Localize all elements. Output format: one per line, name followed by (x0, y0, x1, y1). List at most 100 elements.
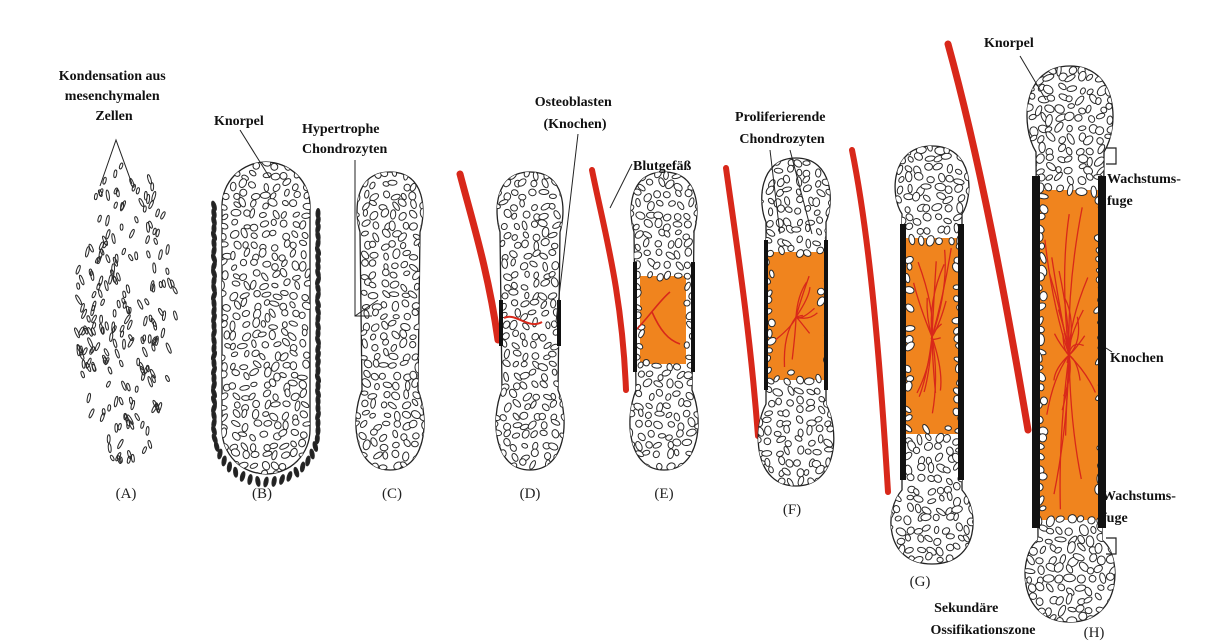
cell (755, 334, 762, 344)
cell (815, 169, 821, 177)
cell (976, 467, 981, 476)
cell (977, 225, 985, 234)
cell (352, 439, 359, 447)
mesenchymal-cell (128, 254, 134, 261)
cell (974, 296, 983, 306)
cell (560, 259, 570, 269)
cell (835, 404, 846, 413)
mesenchymal-cell (145, 235, 150, 243)
cell (655, 411, 665, 416)
cell (762, 417, 771, 423)
cell (271, 173, 280, 180)
cell (557, 359, 568, 369)
cell (1020, 515, 1027, 527)
cell (1020, 328, 1026, 336)
cell (947, 164, 953, 173)
cell (220, 281, 224, 289)
cell (1014, 94, 1023, 103)
cell (1109, 343, 1116, 351)
cell (969, 484, 974, 492)
cell (253, 269, 261, 276)
cell (886, 283, 896, 293)
cell (838, 396, 844, 405)
cell (224, 159, 232, 166)
cell (240, 365, 248, 370)
cell (1014, 284, 1023, 295)
cell (301, 158, 309, 166)
blood-vessel-e (592, 170, 626, 390)
cell (967, 434, 977, 444)
cell (975, 363, 986, 370)
cell (350, 378, 360, 387)
cell (823, 476, 832, 484)
cell (1116, 66, 1126, 76)
cell (894, 473, 899, 480)
cell (1107, 116, 1113, 125)
cell (524, 292, 529, 299)
stage-d-collar: Osteoblasten (Knochen) (D) (460, 95, 615, 502)
mesenchymal-cell (100, 315, 103, 323)
cell (547, 462, 558, 470)
cell (963, 324, 974, 335)
cell (964, 542, 974, 552)
label-kondensation-line3: Zellen (95, 109, 133, 124)
cell (404, 390, 409, 399)
cell (1113, 304, 1123, 315)
mesenchymal-cell (121, 381, 127, 391)
cell (963, 387, 975, 396)
cell (352, 342, 359, 350)
cell (973, 383, 982, 392)
cell (1118, 534, 1128, 545)
cell (352, 243, 359, 252)
mesenchymal-cell (127, 337, 134, 348)
cell (834, 419, 842, 427)
cell (560, 343, 568, 349)
mesenchymal-cell (144, 298, 150, 305)
cell (883, 546, 893, 555)
cell (963, 456, 970, 468)
cell (695, 251, 702, 259)
cell (973, 554, 983, 563)
cell (884, 356, 892, 365)
mesenchymal-cell (148, 335, 151, 343)
cell (280, 172, 288, 179)
cell (684, 371, 693, 379)
cell (1014, 444, 1026, 453)
cell (883, 306, 892, 313)
cell (349, 400, 357, 408)
mesenchymal-cell (105, 215, 110, 226)
mesenchymal-cell (161, 328, 166, 338)
cell (230, 321, 236, 331)
cell (1117, 434, 1127, 447)
cell (836, 217, 846, 227)
cell (560, 230, 570, 240)
cell (1114, 583, 1124, 594)
mesenchymal-cell (98, 289, 103, 297)
cell (818, 435, 823, 443)
label-sekundaere-line1: Sekundäre (934, 601, 998, 616)
cell (894, 145, 903, 154)
cell (1105, 395, 1114, 406)
cell (1014, 145, 1026, 155)
cell (907, 263, 913, 271)
cell (290, 362, 297, 370)
cell (885, 252, 895, 261)
cell (828, 387, 835, 398)
cell (1017, 240, 1027, 252)
cell (409, 464, 418, 471)
cell (490, 381, 500, 392)
cell (975, 306, 984, 315)
cell (254, 419, 263, 426)
cell (885, 344, 897, 353)
label-knorpel-h: Knorpel (984, 36, 1034, 51)
cell (883, 335, 893, 345)
cell (1091, 186, 1098, 198)
cell (1015, 206, 1023, 214)
cell (420, 319, 429, 328)
cell (415, 363, 421, 373)
cell (1095, 543, 1103, 553)
mesenchymal-cell (137, 299, 144, 309)
mesenchymal-cell (149, 315, 153, 322)
cell (1045, 539, 1053, 545)
cell (654, 240, 662, 247)
